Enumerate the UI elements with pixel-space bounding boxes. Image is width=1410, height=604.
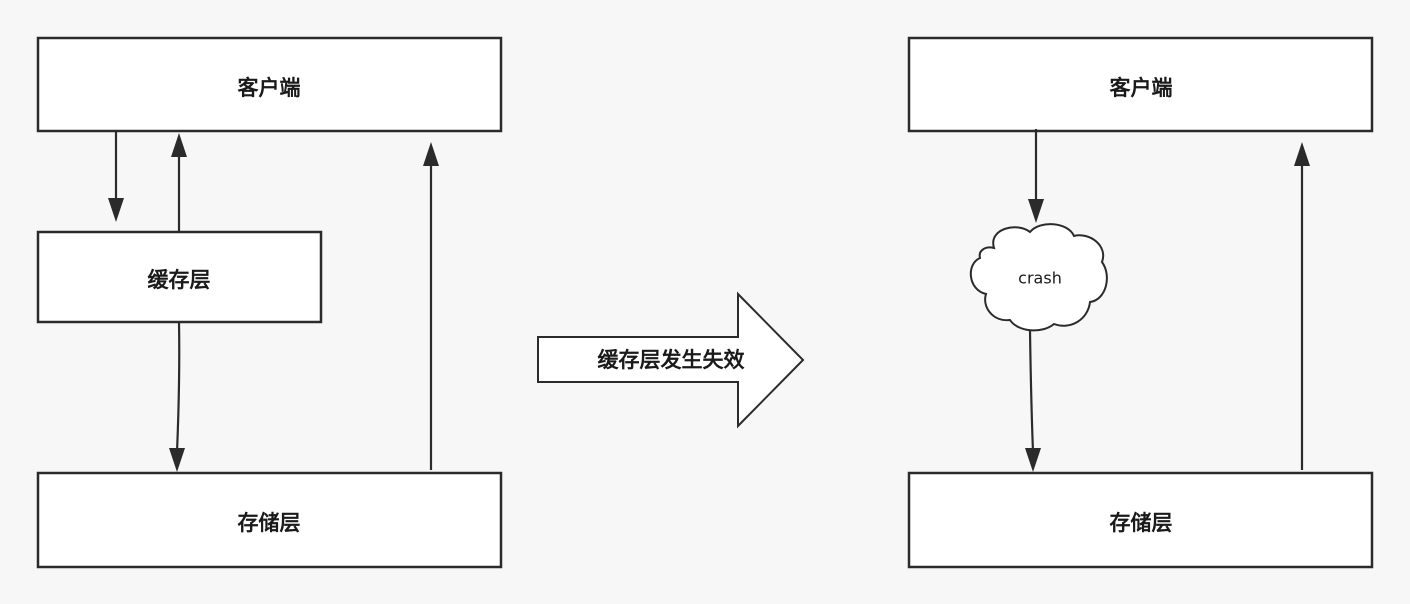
right-client-node: 客户端 (907, 36, 1374, 133)
left-edge-cache-to-client (171, 133, 187, 232)
right-client-label: 客户端 (1110, 76, 1173, 100)
left-storage-node: 存储层 (36, 471, 503, 569)
right-edge-crash-to-storage (1025, 329, 1041, 472)
crash-label: crash (1018, 269, 1062, 288)
right-edge-storage-to-client (1294, 142, 1310, 470)
left-cache-node: 缓存层 (36, 230, 323, 324)
right-diagram: 客户端 存储层 crash (907, 36, 1374, 569)
left-cache-label: 缓存层 (148, 268, 211, 292)
left-diagram: 客户端 缓存层 存储层 (36, 36, 503, 569)
right-edge-client-to-crash (1028, 129, 1044, 223)
transition-arrow: 缓存层发生失效 (537, 291, 805, 429)
left-edge-storage-to-client (423, 142, 439, 470)
left-storage-label: 存储层 (238, 511, 301, 535)
left-edge-cache-to-storage (169, 321, 185, 472)
right-storage-label: 存储层 (1110, 511, 1173, 535)
left-client-label: 客户端 (238, 76, 301, 100)
right-storage-node: 存储层 (907, 471, 1374, 569)
left-edge-client-to-cache (108, 131, 124, 222)
crash-cloud: crash (970, 223, 1108, 332)
left-client-node: 客户端 (36, 36, 503, 133)
transition-label: 缓存层发生失效 (598, 348, 745, 372)
cloud-icon (970, 223, 1108, 332)
